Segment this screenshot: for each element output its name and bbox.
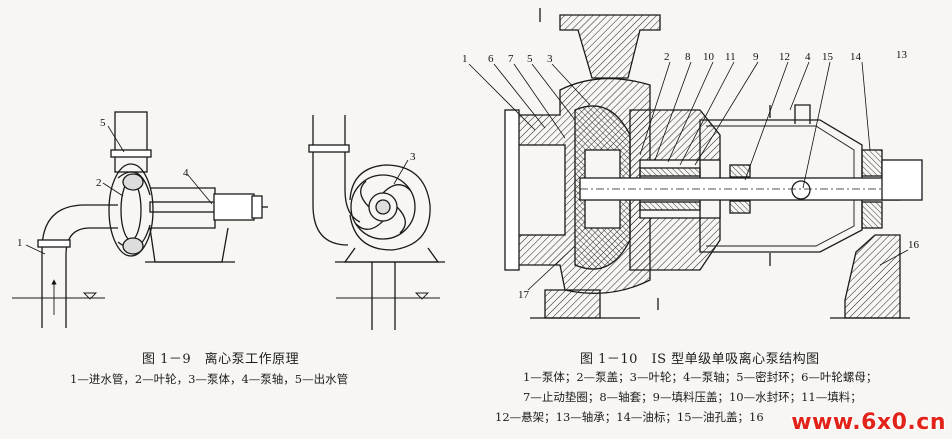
fig110-num-7: 7 — [508, 53, 514, 65]
fig19-num-4: 4 — [183, 167, 189, 179]
fig19-legend: 1—进水管，2—叶轮，3—泵体，4—泵轴，5—出水管 — [70, 372, 349, 386]
fig110-num-14: 14 — [850, 51, 862, 63]
fig19-end-view — [308, 115, 445, 330]
fig110-num-1: 1 — [462, 53, 468, 65]
fig110-pump-section — [504, 8, 923, 319]
fig110-num-9: 9 — [753, 51, 759, 63]
fig110-num-6: 6 — [488, 53, 494, 65]
part-numbers: 1 2 3 4 5 1 6 7 5 3 2 8 10 11 9 12 4 15 … — [17, 49, 920, 301]
fig110-legend-line-3: 12—悬架；13—轴承；14—油标；15—油孔盖；16 — [495, 410, 764, 424]
fig110-num-8: 8 — [685, 51, 691, 63]
watermark-logo: www.6x0.cn — [791, 410, 946, 435]
fig19-side-view — [12, 111, 268, 328]
fig19-num-3: 3 — [410, 151, 416, 163]
fig110-num-17: 17 — [518, 289, 530, 301]
fig110-num-5: 5 — [527, 53, 533, 65]
fig110-num-10: 10 — [703, 51, 715, 63]
fig110-legend-line-2: 7—止动垫圈；8—轴套；9—填料压盖；10—水封环；11—填料； — [523, 390, 862, 404]
fig110-num-16: 16 — [908, 239, 920, 251]
fig19-num-1: 1 — [17, 237, 23, 249]
fig110-num-3: 3 — [547, 53, 553, 65]
leader-lines — [25, 61, 909, 291]
fig19-title: 图 1－9 离心泵工作原理 — [142, 352, 300, 367]
fig110-num-4: 4 — [805, 51, 811, 63]
fig110-num-2: 2 — [664, 51, 670, 63]
fig110-legend-line-1: 1—泵体；2—泵盖；3—叶轮；4—泵轴；5—密封环；6—叶轮螺母； — [523, 370, 878, 384]
fig19-num-2: 2 — [96, 177, 102, 189]
fig110-num-13: 13 — [896, 49, 908, 61]
fig110-num-11: 11 — [725, 51, 736, 63]
fig19-num-5: 5 — [100, 117, 106, 129]
fig110-num-12: 12 — [779, 51, 790, 63]
fig110-title: 图 1－10 IS 型单级单吸离心泵结构图 — [580, 352, 820, 367]
fig110-num-15: 15 — [822, 51, 834, 63]
